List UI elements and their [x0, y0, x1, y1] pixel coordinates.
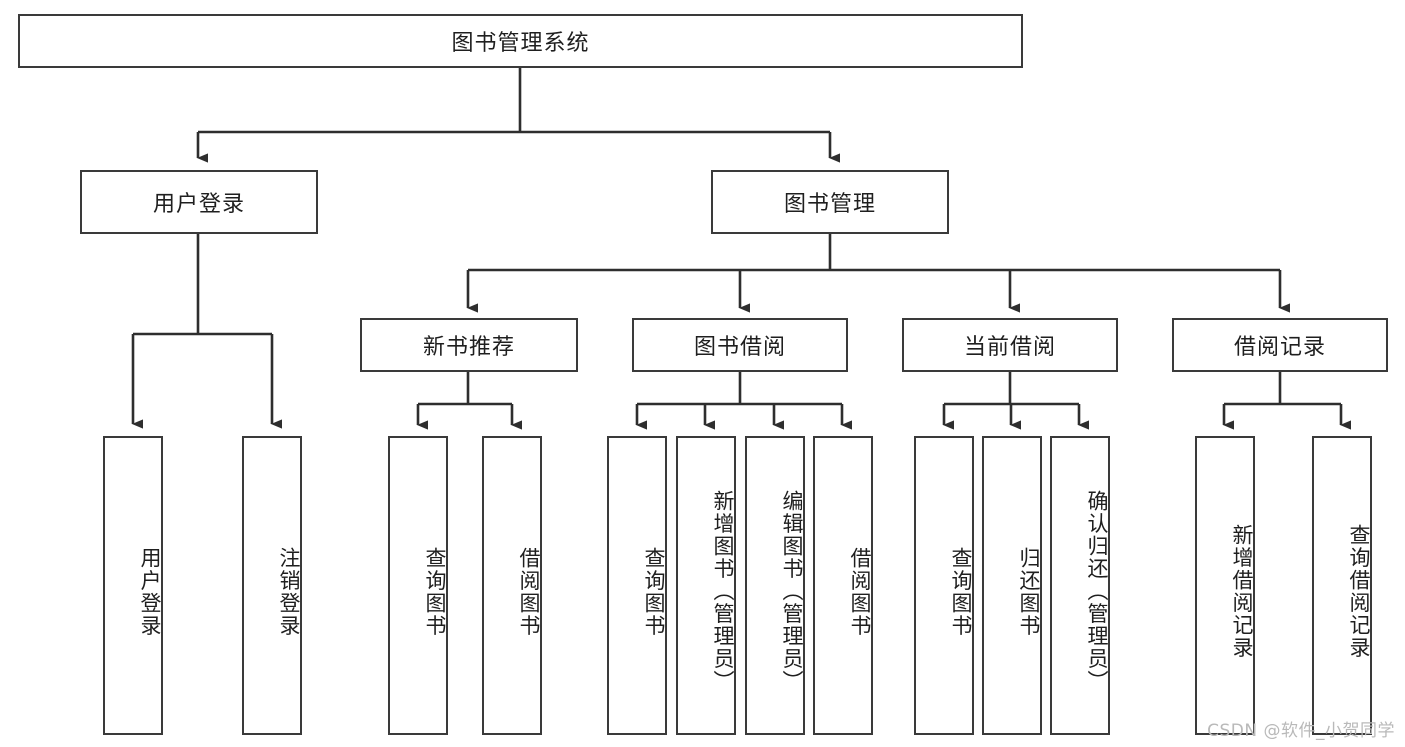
- leaf-user-login-logout[interactable]: 注销登录: [242, 436, 302, 735]
- node-new-book-recommend[interactable]: 新书推荐: [360, 318, 578, 372]
- node-label: 图书管理系统: [451, 31, 590, 56]
- leaf-book-borrow-query[interactable]: 查询图书: [607, 436, 667, 735]
- leaf-user-login-login[interactable]: 用户登录: [103, 436, 163, 735]
- node-book-borrow[interactable]: 图书借阅: [632, 318, 848, 372]
- watermark-text: CSDN @软件_小贺同学: [1207, 721, 1395, 741]
- leaf-borrow-record-query[interactable]: 查询借阅记录: [1312, 436, 1372, 735]
- leaf-book-borrow-lend[interactable]: 借阅图书: [813, 436, 873, 735]
- node-label: 查询图书: [949, 546, 973, 637]
- leaf-book-borrow-edit[interactable]: 编辑图书（管理员）: [745, 436, 805, 735]
- node-label: 新增借阅记录: [1230, 524, 1254, 659]
- node-label: 新书推荐: [422, 335, 515, 360]
- node-label: 当前借阅: [963, 335, 1056, 360]
- leaf-current-borrow-query[interactable]: 查询图书: [914, 436, 974, 735]
- leaf-book-borrow-add[interactable]: 新增图书（管理员）: [676, 436, 736, 735]
- node-label: 查询图书: [423, 546, 447, 637]
- leaf-new-book-query[interactable]: 查询图书: [388, 436, 448, 735]
- node-label: 借阅记录: [1233, 335, 1326, 360]
- node-label: 用户登录: [138, 546, 162, 637]
- node-borrow-record[interactable]: 借阅记录: [1172, 318, 1388, 372]
- node-user-login[interactable]: 用户登录: [80, 170, 318, 234]
- node-label: 编辑图书（管理员）: [780, 490, 804, 693]
- node-label: 确认归还（管理员）: [1085, 490, 1109, 693]
- node-label: 图书管理: [783, 192, 876, 217]
- node-label: 归还图书: [1017, 546, 1041, 637]
- node-label: 查询图书: [642, 546, 666, 637]
- node-label: 新增图书（管理员）: [711, 490, 735, 693]
- node-label: 用户登录: [152, 192, 245, 217]
- node-label: 借阅图书: [517, 546, 541, 637]
- node-label: 图书借阅: [693, 335, 786, 360]
- leaf-current-borrow-confirm-return[interactable]: 确认归还（管理员）: [1050, 436, 1110, 735]
- node-label: 注销登录: [277, 546, 301, 637]
- node-label: 借阅图书: [848, 546, 872, 637]
- leaf-borrow-record-add[interactable]: 新增借阅记录: [1195, 436, 1255, 735]
- node-current-borrow[interactable]: 当前借阅: [902, 318, 1118, 372]
- node-label: 查询借阅记录: [1347, 524, 1371, 659]
- leaf-new-book-borrow[interactable]: 借阅图书: [482, 436, 542, 735]
- node-root-system[interactable]: 图书管理系统: [18, 14, 1023, 68]
- node-book-management[interactable]: 图书管理: [711, 170, 949, 234]
- leaf-current-borrow-return[interactable]: 归还图书: [982, 436, 1042, 735]
